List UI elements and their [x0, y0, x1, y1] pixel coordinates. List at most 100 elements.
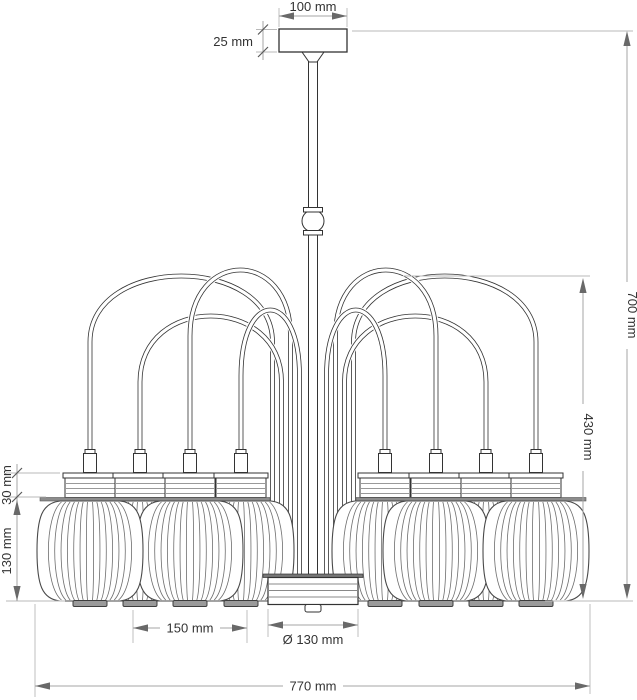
shade-holder: [410, 477, 462, 498]
shade-rib: [538, 501, 541, 601]
holder-ring-lines: [511, 483, 561, 494]
shade-rib: [185, 501, 188, 601]
shade-foot: [418, 600, 454, 607]
shade-holder: [460, 477, 512, 498]
arm-ferrule: [378, 453, 392, 473]
arm-end-cap: [235, 449, 247, 454]
shade-rib: [525, 501, 530, 601]
shade-rib: [494, 501, 508, 601]
shade-rib: [559, 501, 572, 601]
shade-rib: [113, 501, 126, 601]
shade-rib: [260, 501, 271, 601]
holder-lip: [408, 472, 464, 479]
holder-lip: [162, 472, 218, 479]
tick-mark: [11, 467, 23, 503]
arm-end-cap: [134, 449, 146, 454]
shade-holder: [64, 477, 116, 498]
shade-rib: [380, 501, 383, 601]
shade-foot: [72, 600, 108, 607]
arm-ferrule: [429, 453, 443, 473]
shade-rib: [243, 501, 246, 601]
canopy-neck: [301, 51, 325, 63]
extension-line: [267, 609, 359, 637]
shade-rib: [374, 501, 379, 601]
arm-end-cap: [430, 449, 442, 454]
shade-holder: [215, 477, 267, 498]
ball-joint: [301, 209, 325, 233]
holder-ring-lines: [216, 483, 266, 494]
shade-foot: [223, 600, 259, 607]
shade-rib: [160, 501, 171, 601]
arm-ferrule: [529, 453, 543, 473]
shade-rib: [362, 501, 370, 601]
shade-rib: [109, 501, 120, 601]
shade-rib: [368, 501, 375, 601]
shade-rib: [542, 501, 547, 601]
shade-rib: [148, 501, 162, 601]
holder-lip: [458, 472, 514, 479]
shade-rib: [105, 501, 113, 601]
dimension-canopy-width: 100 mm: [278, 0, 348, 27]
shade-rib: [419, 501, 426, 601]
shade-rib: [73, 501, 80, 601]
shade-rib: [400, 501, 413, 601]
shade-rib: [205, 501, 213, 601]
shade-rib: [431, 501, 434, 601]
extension-line: [278, 8, 348, 27]
shade-rib: [196, 501, 201, 601]
shade-rib: [446, 501, 453, 601]
shade-rib: [67, 501, 75, 601]
holder-lip: [357, 472, 413, 479]
holder-ring-lines: [65, 483, 115, 494]
shade-rib: [464, 501, 478, 601]
shade-rib: [506, 501, 517, 601]
dimension-shade-height: 130 mm: [0, 500, 65, 602]
arm-end-cap: [480, 449, 492, 454]
extension-line: [352, 30, 633, 602]
shade-rib: [413, 501, 421, 601]
shade-rib: [551, 501, 559, 601]
extension-line: [132, 610, 248, 643]
shade-rib: [513, 501, 521, 601]
shade-rib: [442, 501, 447, 601]
arm-core: [239, 308, 302, 577]
shade-rib: [96, 501, 101, 601]
dim-label-shade-height: 130 mm: [0, 528, 14, 575]
shade-rib: [167, 501, 175, 601]
lamp-shade: [36, 500, 144, 602]
dim-label-canopy-height: 25 mm: [213, 34, 253, 49]
shade-rib: [459, 501, 472, 601]
hub-ring-lines: [268, 583, 358, 598]
extension-line: [6, 472, 60, 498]
shade-rib: [192, 501, 195, 601]
shade-rib: [546, 501, 553, 601]
shade-rib: [500, 501, 513, 601]
shade-rib: [218, 501, 232, 601]
shade-holder: [359, 477, 411, 498]
shade-rib: [60, 501, 71, 601]
shade-rib: [79, 501, 84, 601]
ball-joint-cap: [303, 207, 323, 213]
shade-rib: [451, 501, 459, 601]
hub-finial: [304, 604, 322, 613]
arm-end-cap: [184, 449, 196, 454]
shade-rib: [92, 501, 95, 601]
holder-lip: [508, 472, 564, 479]
hanging-rod: [308, 51, 318, 579]
shade-rib: [406, 501, 417, 601]
arm-core: [138, 314, 284, 577]
arm-end-cap: [379, 449, 391, 454]
shade-rib: [247, 501, 252, 601]
shade-rib: [355, 501, 366, 601]
arm-core: [88, 274, 275, 577]
shade-rib: [394, 501, 408, 601]
shade-rib: [200, 501, 207, 601]
dimension-hub-diameter: Ø 130 mm: [267, 609, 359, 647]
dim-label-shade-spacing: 150 mm: [167, 621, 214, 636]
dimension-holder-height: 30 mm: [0, 464, 60, 505]
shade-holder: [510, 477, 562, 498]
arm-ferrule: [479, 453, 493, 473]
